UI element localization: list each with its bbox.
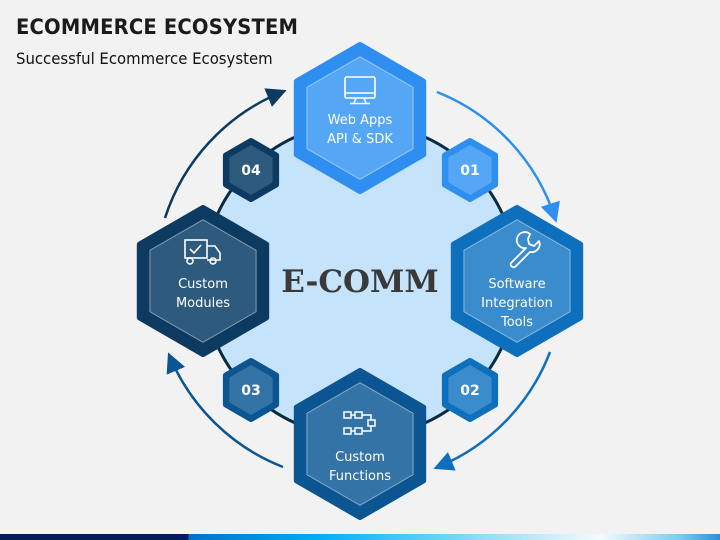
node-hexagon-2-inner bbox=[463, 219, 571, 343]
wrench-icon bbox=[509, 231, 541, 269]
arrow-left-top bbox=[163, 88, 287, 219]
step-01: 01 bbox=[460, 163, 479, 179]
step-hexagon-4-inner bbox=[229, 145, 273, 195]
step-hexagon-3-inner bbox=[229, 365, 273, 415]
monitor-icon bbox=[344, 76, 376, 105]
node-1-line2: API & SDK bbox=[327, 132, 393, 147]
node-hexagon-3-inner bbox=[306, 382, 414, 506]
arrow-top-right bbox=[436, 90, 560, 223]
node-hexagon-1-inner bbox=[306, 56, 414, 180]
flowchart-icon bbox=[343, 411, 376, 435]
node-hexagon-4-inner bbox=[149, 219, 257, 343]
arrow-right-bottom bbox=[433, 351, 552, 471]
step-hexagon-1-inner bbox=[448, 145, 492, 195]
node-2-line1: Software bbox=[488, 277, 545, 292]
center-label: E-COMM bbox=[281, 264, 438, 300]
node-1-line1: Web Apps bbox=[328, 113, 393, 128]
delivery-truck-icon bbox=[184, 239, 221, 265]
node-3-line1: Custom bbox=[335, 450, 385, 465]
node-2-line3: Tools bbox=[500, 315, 533, 330]
step-02: 02 bbox=[460, 383, 479, 399]
step-03: 03 bbox=[241, 383, 260, 399]
page-title: ECOMMERCE ECOSYSTEM bbox=[16, 15, 299, 39]
step-hexagon-2-inner bbox=[448, 365, 492, 415]
page-subtitle: Successful Ecommerce Ecosystem bbox=[16, 49, 273, 68]
node-4-line2: Modules bbox=[176, 296, 230, 311]
step-04: 04 bbox=[241, 163, 261, 179]
node-2-line2: Integration bbox=[481, 296, 553, 311]
arrow-bottom-left bbox=[166, 352, 284, 469]
node-4-line1: Custom bbox=[178, 277, 228, 292]
node-3-line2: Functions bbox=[329, 469, 391, 484]
footer-accent-bar bbox=[0, 534, 720, 540]
